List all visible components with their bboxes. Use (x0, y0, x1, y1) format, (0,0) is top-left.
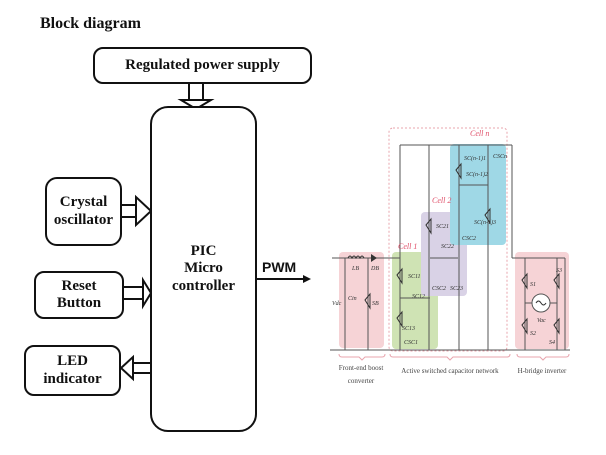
scn1-label: SC(n-1)1 (464, 155, 486, 162)
csc1-label: CSC1 (404, 340, 418, 346)
s2-label: S2 (530, 331, 536, 337)
circuit-wires (330, 144, 570, 351)
switch-icons (364, 162, 560, 335)
celln-label: Cell n (470, 129, 489, 138)
sc12-label: SC12 (412, 294, 425, 300)
cin-label: Cin (348, 296, 357, 302)
celln-region (450, 144, 506, 245)
section-braces (338, 353, 570, 361)
diagram-title: Block diagram (40, 15, 141, 32)
arrow-mcu-to-led (119, 354, 151, 382)
vdc-label: Vdc (332, 301, 342, 307)
block-label-line: LED (57, 353, 88, 370)
csc-b-label: CSC2 (462, 236, 476, 242)
scn2-label: SC(n-1)2 (466, 171, 488, 178)
arrow-pwm-output (256, 275, 311, 283)
s4-label: S4 (549, 339, 555, 346)
boost-caption-line1: Front-end boost (339, 364, 384, 372)
boost-region (339, 252, 384, 348)
block-label-line: PIC (190, 243, 217, 260)
inductor-icon (347, 255, 365, 260)
block-label-line: Reset (61, 277, 97, 294)
diode-label: DB (370, 266, 379, 272)
inductor-label: LB (351, 266, 359, 272)
s1-label: S1 (530, 282, 536, 288)
network-caption: Active switched capacitor network (401, 367, 499, 375)
sb-label: SB (372, 301, 379, 307)
block-label-line: Crystal (59, 194, 108, 211)
arrow-reset-to-mcu (123, 276, 153, 310)
block-label: Regulated power supply (125, 56, 280, 73)
block-label-line: oscillator (53, 211, 114, 228)
diode-icon (371, 254, 377, 262)
sc22-label: SC22 (441, 244, 454, 250)
network-dashed-outline (388, 127, 508, 352)
block-reset-button: Reset Button (34, 271, 124, 319)
cscn-label: CSCn (493, 154, 507, 160)
cell1-label: Cell 1 (398, 242, 417, 251)
inverter-caption: H-bridge inverter (518, 367, 567, 375)
block-led-indicator: LED indicator (24, 345, 121, 396)
sc11-label: SC11 (408, 274, 421, 280)
arrow-power-to-mcu (177, 82, 215, 111)
s3-label: S3 (556, 268, 562, 274)
block-label-line: Button (56, 295, 102, 311)
block-crystal-oscillator: Crystal oscillator (45, 177, 122, 246)
sc21-label: SC21 (436, 224, 449, 230)
csc2-label: CSC2 (432, 286, 446, 292)
block-label-line: controller (171, 277, 236, 294)
sc23-label: SC23 (450, 286, 463, 292)
pwm-label: PWM (262, 259, 297, 275)
block-label-line: indicator (43, 370, 102, 387)
cell2-label: Cell 2 (432, 196, 451, 205)
block-label-line: Micro (184, 260, 223, 277)
arrow-crystal-to-mcu (121, 194, 153, 228)
scn3-label: SC(n-1)3 (474, 219, 496, 226)
vac-label: Vac (537, 318, 546, 324)
block-pic-microcontroller: PIC Micro controller (150, 106, 257, 432)
boost-caption-line2: converter (348, 377, 375, 385)
block-regulated-power-supply: Regulated power supply (93, 47, 312, 84)
sc13-label: SC13 (402, 326, 415, 332)
